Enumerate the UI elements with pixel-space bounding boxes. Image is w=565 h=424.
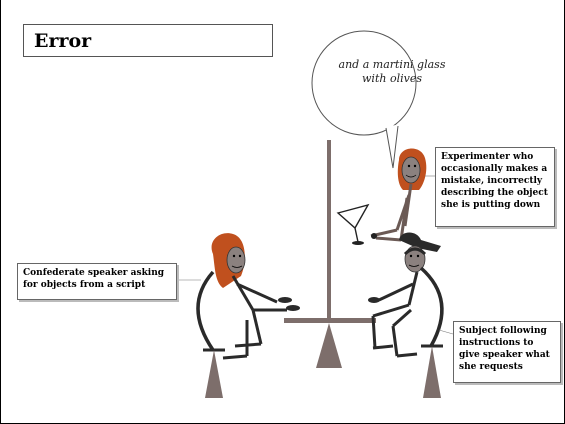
speech-bubble bbox=[311, 30, 417, 169]
subject-label: Subject following instructions to give s… bbox=[453, 321, 561, 383]
experimenter-figure bbox=[370, 148, 427, 242]
confederate-label: Confederate speaker asking for objects f… bbox=[17, 263, 177, 300]
experimenter-label: Experimenter who occasionally makes a mi… bbox=[435, 147, 555, 227]
subject-figure bbox=[368, 232, 444, 398]
martini-glass-icon bbox=[336, 203, 377, 245]
table bbox=[284, 140, 376, 368]
confederate-figure bbox=[196, 233, 300, 398]
speech-bubble-text: and a martini glass with olives bbox=[338, 58, 446, 85]
title-box: Error bbox=[23, 24, 273, 57]
page-title: Error bbox=[34, 30, 92, 52]
leader-lines bbox=[177, 175, 454, 335]
